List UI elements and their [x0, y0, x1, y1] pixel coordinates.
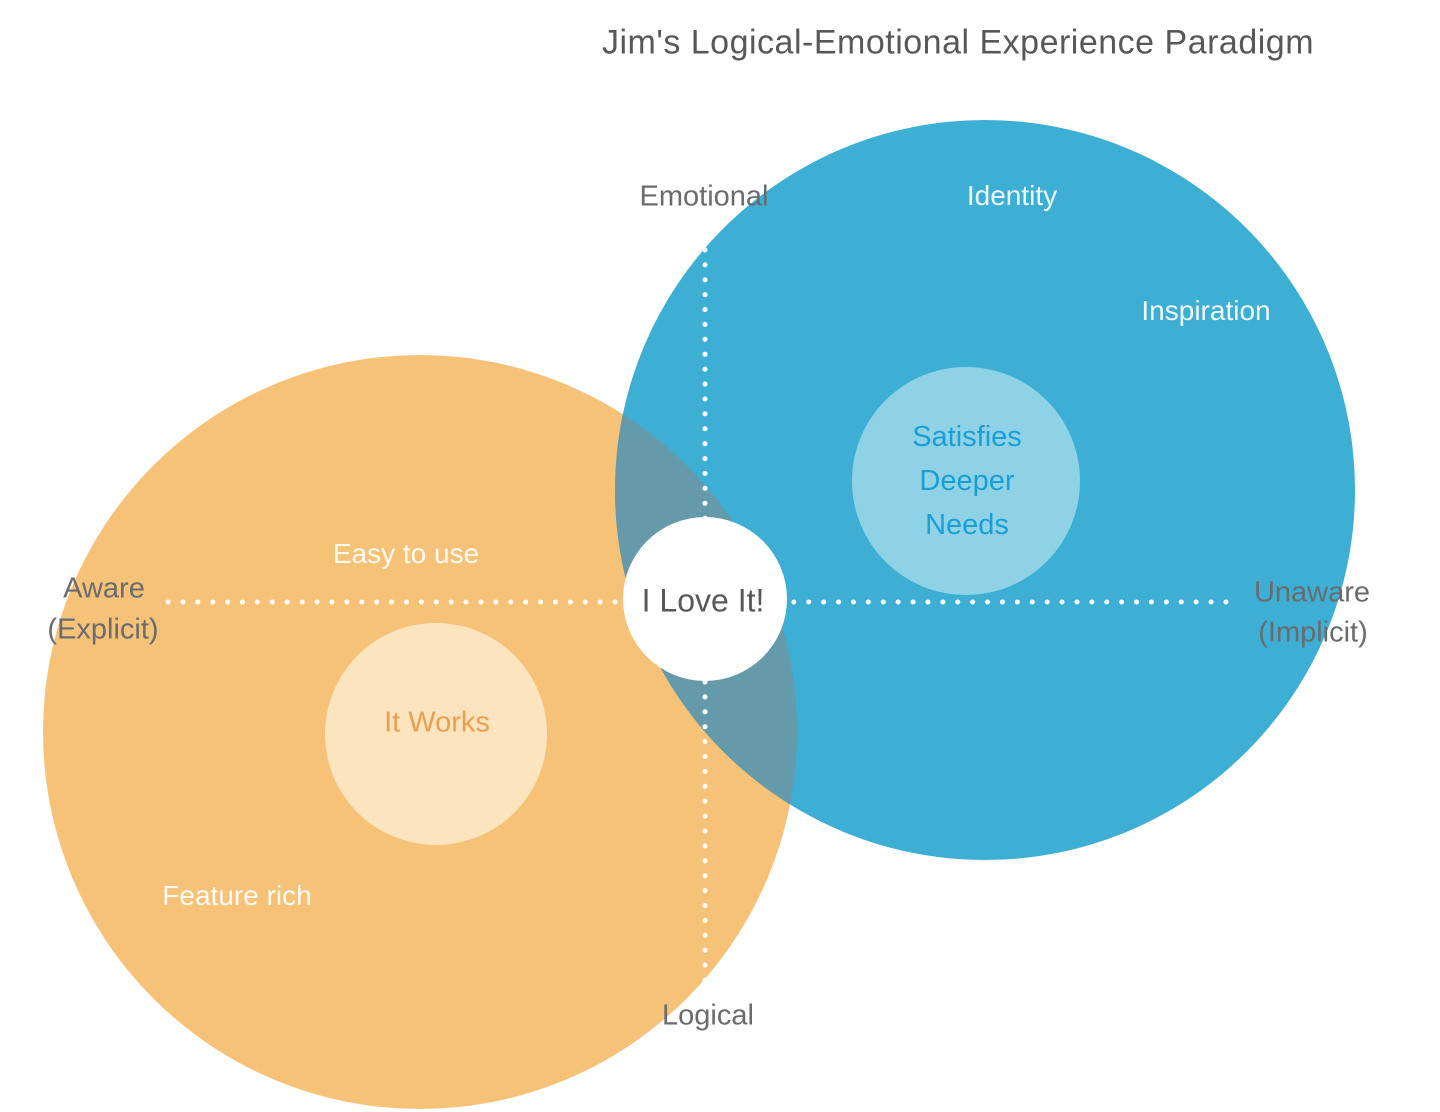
logical-core-label-it-works: It Works — [384, 706, 490, 739]
emotional-core-label-satisfies-deeper-needs: Satisfies Deeper Needs — [912, 415, 1022, 547]
diagram-title: Jim's Logical-Emotional Experience Parad… — [601, 23, 1315, 62]
satisfies-line-2: Deeper — [919, 465, 1015, 497]
axis-label-explicit: (Explicit) — [47, 613, 159, 646]
it-works-circle — [325, 623, 547, 845]
i-love-it-circle — [623, 517, 787, 681]
axis-label-logical: Logical — [662, 999, 754, 1032]
logical-label-easy-to-use: Easy to use — [332, 537, 480, 569]
emotional-label-inspiration: Inspiration — [1141, 294, 1271, 326]
axis-label-implicit: (Implicit) — [1258, 616, 1368, 649]
logical-label-feature-rich: Feature rich — [162, 879, 312, 911]
axis-label-unaware: Unaware — [1253, 576, 1371, 609]
emotional-label-identity: Identity — [966, 179, 1058, 211]
satisfies-line-3: Needs — [925, 509, 1009, 541]
axis-label-emotional: Emotional — [639, 180, 769, 213]
satisfies-line-1: Satisfies — [912, 421, 1022, 453]
axis-label-aware: Aware — [63, 572, 145, 605]
satisfies-circle — [852, 367, 1080, 595]
center-label-i-love-it: I Love It! — [641, 582, 765, 619]
